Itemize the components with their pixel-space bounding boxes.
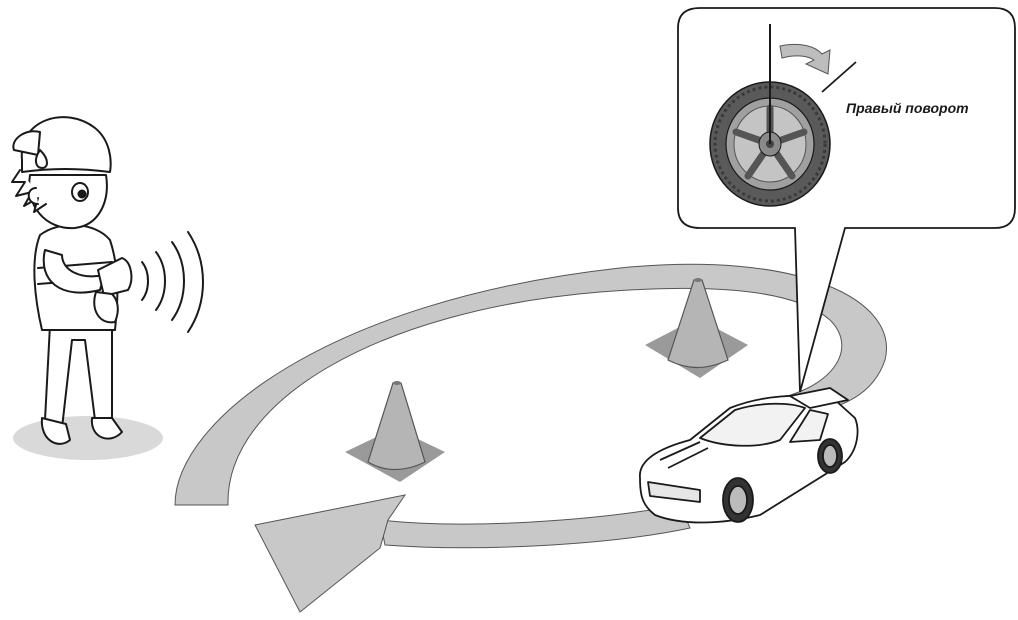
- cone-left-body: [368, 383, 425, 470]
- cone-right-tip: [694, 278, 702, 282]
- cone-right-body: [668, 280, 728, 368]
- kid-legs: [45, 325, 112, 428]
- kid-figure: [12, 117, 131, 444]
- traffic-cone-left: [345, 381, 445, 482]
- kid-ground-shadow: [13, 416, 163, 460]
- cone-left-tip: [393, 381, 401, 385]
- track-band-lower: [380, 505, 690, 548]
- radio-waves-icon: [142, 232, 203, 332]
- rc-car-icon: [640, 388, 858, 523]
- traffic-cone-right: [645, 278, 748, 378]
- track-arrow-head: [255, 495, 405, 612]
- car-front-rim: [729, 486, 747, 514]
- kid-pupil: [79, 191, 86, 198]
- car-rear-rim: [823, 445, 837, 467]
- callout-label: Правый поворот: [846, 100, 969, 116]
- kid-cap-brim: [13, 131, 40, 155]
